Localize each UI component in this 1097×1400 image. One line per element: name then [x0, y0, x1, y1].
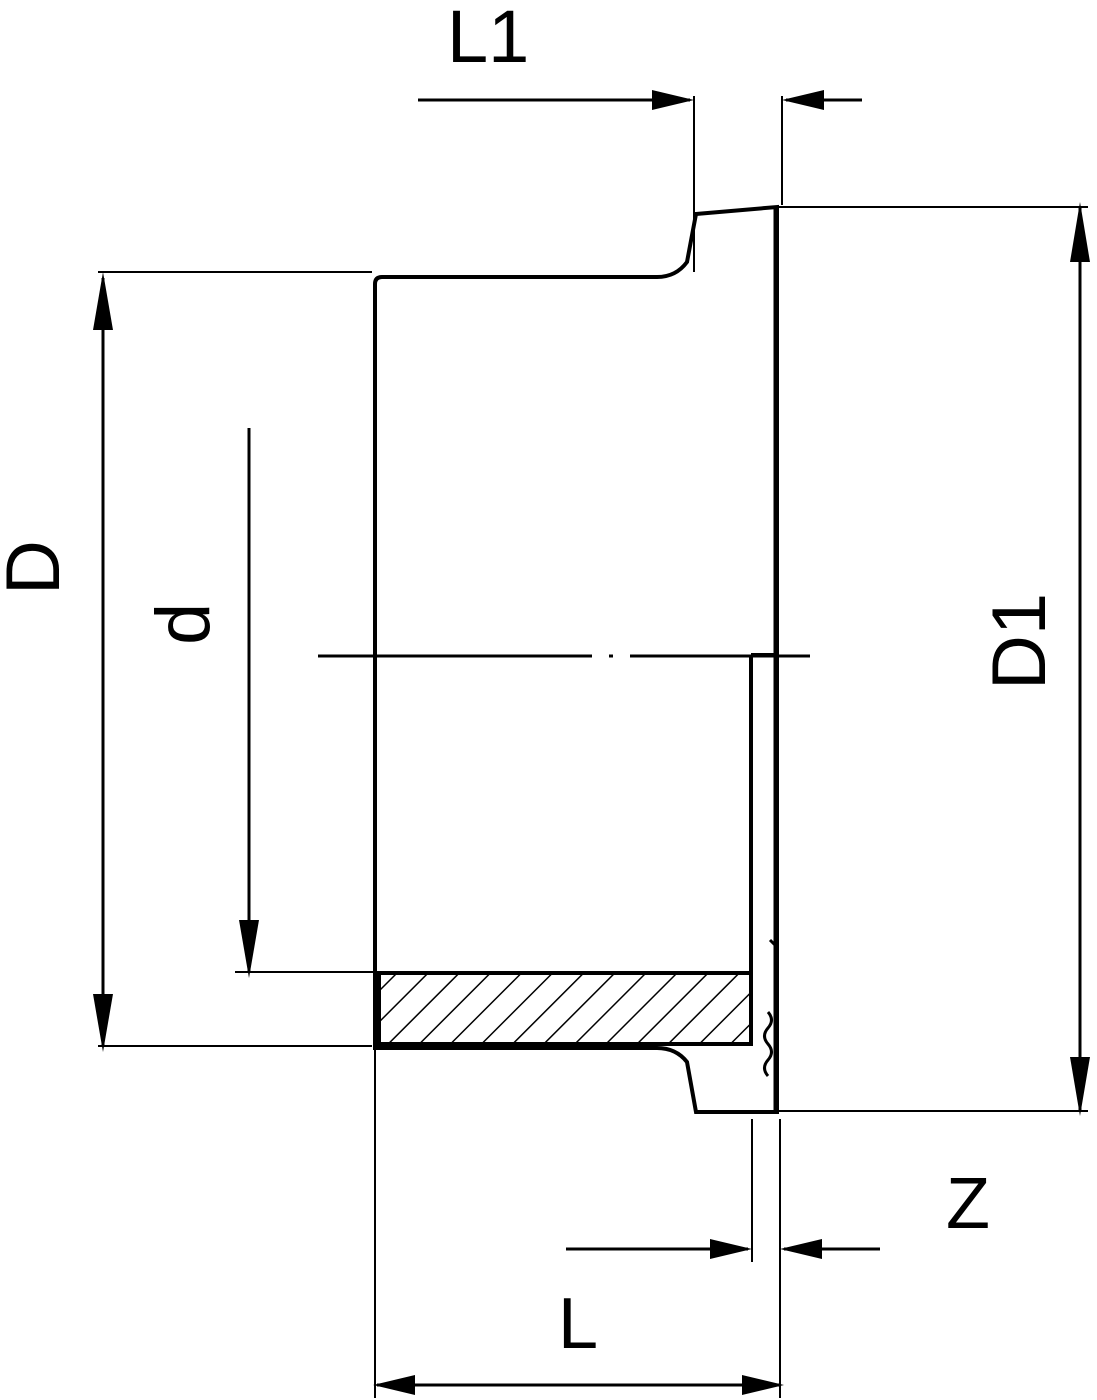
dimension-d — [235, 428, 376, 978]
dimension-label-L1: L1 — [447, 0, 530, 78]
dimension-D — [93, 271, 372, 1052]
hatched-section — [377, 971, 753, 1046]
dimension-label-D: D — [0, 540, 76, 595]
dimension-label-Z: Z — [946, 1164, 990, 1244]
dimension-L1 — [418, 90, 862, 272]
collar-detail-lines — [763, 207, 779, 1112]
dimension-label-D1: D1 — [977, 592, 1062, 690]
dimension-label-d: d — [141, 602, 226, 645]
inner-wall-lines — [749, 653, 777, 973]
dimension-Z — [566, 1119, 880, 1262]
dimension-D1 — [779, 202, 1090, 1116]
dimension-label-L: L — [558, 1284, 599, 1364]
part-outline — [373, 204, 779, 1114]
dimension-L — [373, 1050, 784, 1398]
